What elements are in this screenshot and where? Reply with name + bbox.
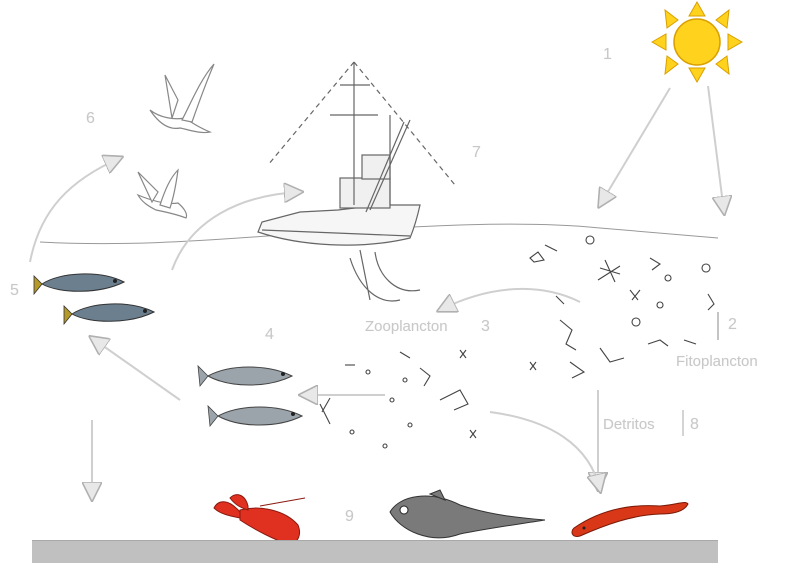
label-number-4: 4 xyxy=(265,326,274,343)
label-zooplancton: Zooplancton xyxy=(365,318,448,335)
seagull-icon xyxy=(149,63,215,134)
arrow-mackerel-to-birds xyxy=(29,158,120,263)
label-fitoplancton: Fitoplancton xyxy=(676,353,758,370)
label-number-3: 3 xyxy=(481,318,490,335)
arrow-mackerel-to-boat xyxy=(171,192,300,271)
seagull-icon xyxy=(136,168,188,219)
label-number-8: 8 xyxy=(690,416,699,433)
seabed-bar xyxy=(32,540,718,563)
lobster-icon xyxy=(213,494,306,546)
label-number-5: 5 xyxy=(10,282,19,299)
arrow-sun-to-phytoplankton-1 xyxy=(600,87,671,205)
deep-sea-fish-icon xyxy=(389,489,546,539)
label-number-7: 7 xyxy=(472,144,481,161)
mackerel-icon xyxy=(33,273,126,296)
label-number-6: 6 xyxy=(86,110,95,127)
label-number-9: 9 xyxy=(345,508,354,525)
plankton-icon xyxy=(319,235,715,449)
label-detritos: Detritos xyxy=(603,416,655,433)
label-number-1: 1 xyxy=(603,46,612,63)
arrow-zoo-to-bottom xyxy=(489,411,600,490)
arrow-phyto-to-zoo xyxy=(440,287,581,310)
mackerel-icon xyxy=(63,303,156,326)
eel-icon xyxy=(571,501,689,537)
sardine-icon xyxy=(207,404,304,428)
arrow-sun-to-phytoplankton-2 xyxy=(707,85,724,212)
sun-icon xyxy=(650,0,744,84)
label-number-2: 2 xyxy=(728,316,737,333)
fishing-boat-icon xyxy=(257,61,456,302)
sardine-icon xyxy=(197,364,294,388)
arrow-sardine-to-mackerel xyxy=(92,338,181,401)
